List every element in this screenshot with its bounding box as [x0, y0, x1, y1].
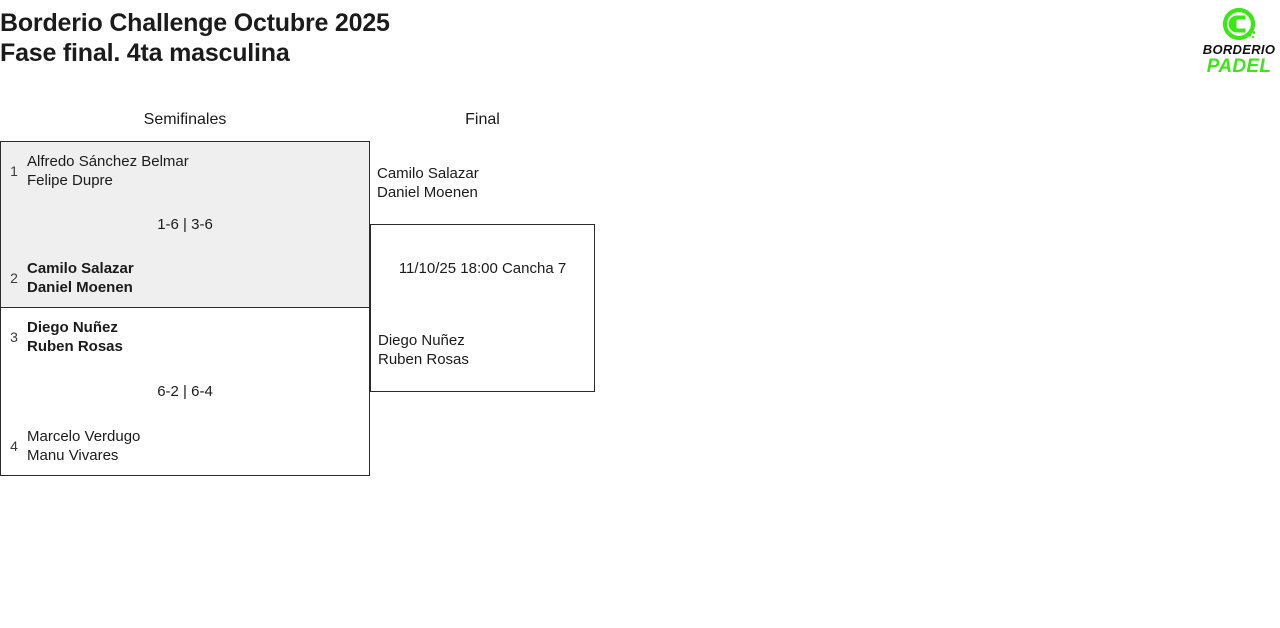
- seed-number: 2: [10, 269, 18, 286]
- match-team-bottom: 2 Camilo Salazar Daniel Moenen: [1, 259, 369, 297]
- logo-wordmark-borderio: BORDERIO: [1202, 42, 1276, 57]
- team-names: Diego Nuñez Ruben Rosas: [27, 319, 123, 355]
- match-score: 6-2 | 6-4: [157, 382, 213, 400]
- seed-number: 4: [10, 437, 18, 454]
- page-header: Borderio Challenge Octubre 2025 Fase fin…: [0, 0, 1280, 90]
- team-names: Marcelo Verdugo Manu Vivares: [27, 428, 141, 464]
- match-final[interactable]: 11/10/25 18:00 Cancha 7 Diego Nuñez Rube…: [370, 224, 595, 392]
- match-semifinal-1[interactable]: 1 Alfredo Sánchez Belmar Felipe Dupre 1-…: [0, 141, 370, 308]
- final-team-top: Camilo Salazar Daniel Moenen: [377, 165, 479, 201]
- match-team-top: 1 Alfredo Sánchez Belmar Felipe Dupre: [1, 152, 369, 190]
- match-team-top: 3 Diego Nuñez Ruben Rosas: [1, 318, 369, 356]
- match-schedule-info: 11/10/25 18:00 Cancha 7: [398, 260, 567, 277]
- borderio-padel-logo: BORDERIO PADEL: [1199, 8, 1279, 77]
- team-names: Alfredo Sánchez Belmar Felipe Dupre: [27, 153, 189, 189]
- team-names: Camilo Salazar Daniel Moenen: [27, 260, 134, 296]
- final-team-bottom: Diego Nuñez Ruben Rosas: [378, 332, 469, 368]
- seed-number: 3: [10, 328, 18, 345]
- round-title-final: Final: [465, 111, 500, 128]
- match-team-bottom: 4 Marcelo Verdugo Manu Vivares: [1, 427, 369, 465]
- logo-wordmark-padel: PADEL: [1206, 56, 1272, 77]
- match-semifinal-2[interactable]: 3 Diego Nuñez Ruben Rosas 6-2 | 6-4 4 Ma…: [0, 307, 370, 476]
- round-title-semifinals: Semifinales: [143, 111, 227, 128]
- seed-number: 1: [10, 162, 18, 179]
- match-score: 1-6 | 3-6: [157, 215, 213, 233]
- page-title: Borderio Challenge Octubre 2025 Fase fin…: [0, 9, 390, 67]
- borderio-at-mark-icon: [1222, 8, 1256, 41]
